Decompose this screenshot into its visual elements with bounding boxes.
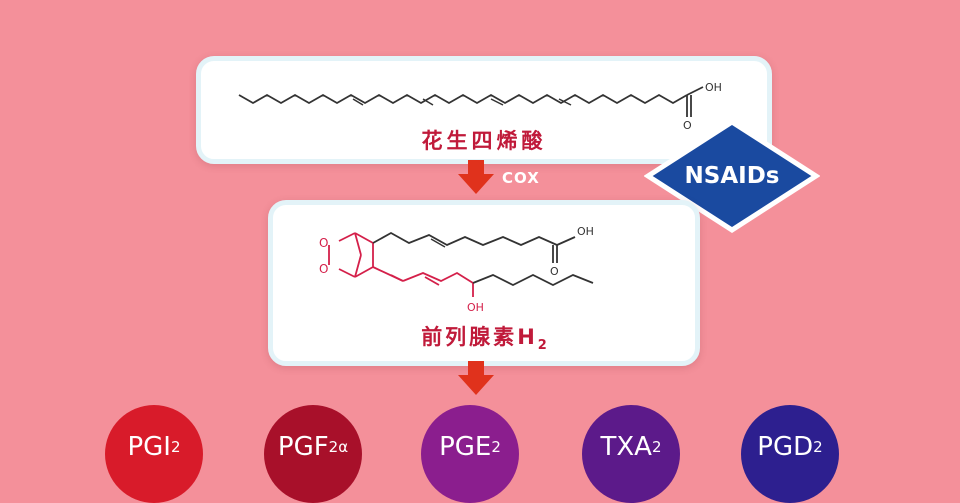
pgh2-structure: O O OH OH O xyxy=(319,225,594,314)
intermediate-card: O O OH OH O 前列腺素H2 xyxy=(268,200,700,366)
precursor-card: OH O 花生四烯酸 xyxy=(196,56,772,164)
carboxyl-oh-label: OH xyxy=(705,81,722,94)
arrow-down-icon xyxy=(458,361,494,395)
arachidonic-acid-structure: OH O xyxy=(238,81,722,132)
intermediate-sub: 2 xyxy=(537,338,547,353)
intermediate-name: 前列腺素H2 xyxy=(273,321,695,353)
svg-text:O: O xyxy=(319,262,328,276)
enzyme-label: COX xyxy=(502,169,540,187)
precursor-name: 花生四烯酸 xyxy=(421,129,547,153)
intermediate-oh-label: OH xyxy=(577,225,594,238)
svg-text:O: O xyxy=(683,119,692,132)
svg-text:O: O xyxy=(319,236,328,250)
intermediate-main: H xyxy=(517,325,538,349)
svg-text:O: O xyxy=(550,265,559,278)
inhibitor-label: NSAIDs xyxy=(684,163,780,189)
arrow-down-icon xyxy=(458,160,494,194)
hydroxyl-label: OH xyxy=(467,301,484,314)
intermediate-prefix: 前列腺素 xyxy=(421,325,518,349)
